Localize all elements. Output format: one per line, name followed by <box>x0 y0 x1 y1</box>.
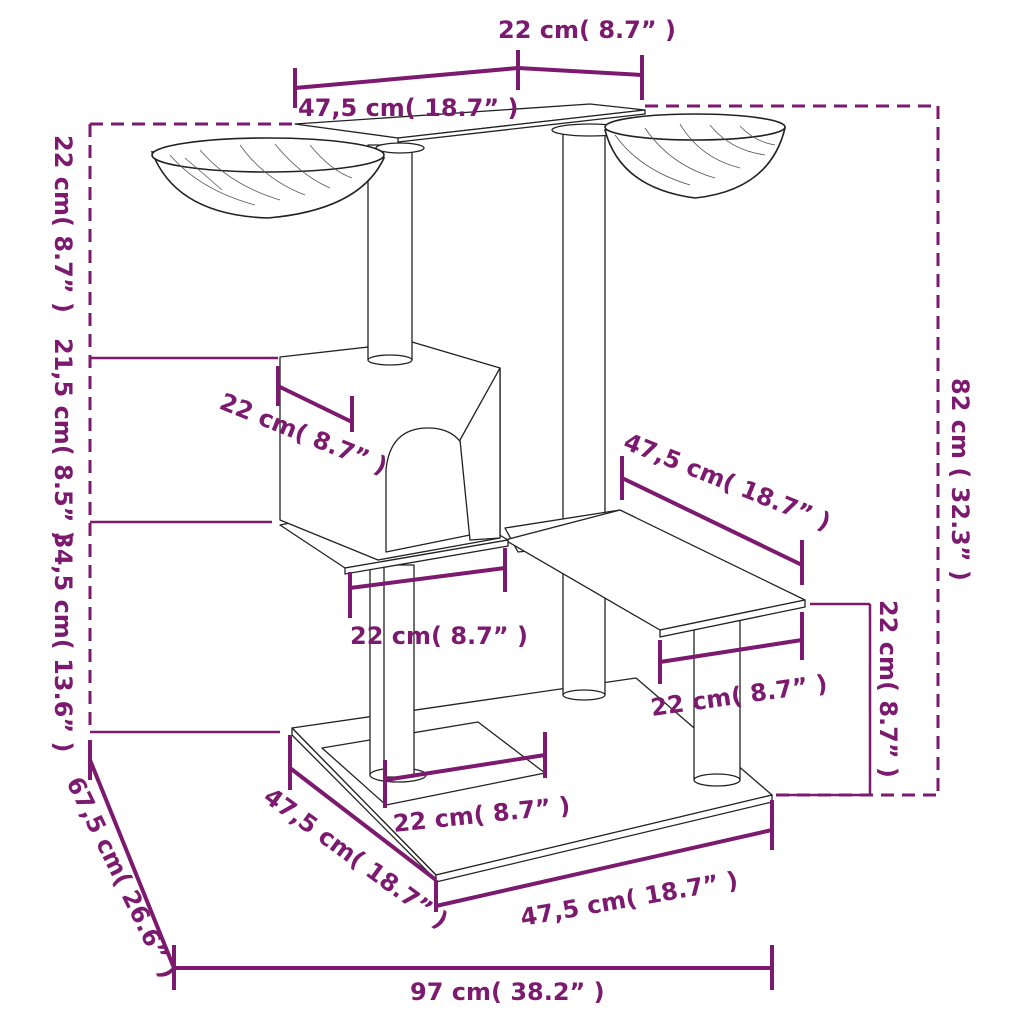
left-post-upper <box>367 144 413 366</box>
hammock-bowl-left <box>150 137 425 219</box>
condo-height-label: 21,5 cm( 8.5” ) <box>49 338 77 542</box>
top-platform-width-label: 47,5 cm( 18.7” ) <box>298 94 518 122</box>
tall-post <box>562 129 606 701</box>
top-platform <box>294 103 646 143</box>
total-height-label: 82 cm ( 32.3” ) <box>946 378 974 581</box>
condo-box <box>279 341 501 561</box>
right-platform <box>504 509 806 638</box>
top-platform-depth-label: 22 cm( 8.7” ) <box>498 16 676 44</box>
condo-post-right <box>383 564 415 778</box>
base-width-label: 47,5 cm( 18.7” ) <box>518 866 740 932</box>
right-platform-height-label: 22 cm( 8.7” ) <box>874 600 902 778</box>
dimension-lines <box>88 50 940 990</box>
left-top-section-height-label: 22 cm( 8.7” ) <box>49 135 77 313</box>
lower-section-height-label: 34,5 cm( 13.6” ) <box>49 532 77 752</box>
hammock-bowl-right <box>551 113 787 199</box>
total-depth-label: 67,5 cm( 26.6” ) <box>61 772 183 982</box>
total-width-label: 97 cm( 38.2” ) <box>410 978 605 1006</box>
right-platform-post <box>693 619 741 787</box>
right-platform-width-label: 47,5 cm( 18.7” ) <box>620 428 835 537</box>
condo-floor-width-label: 22 cm( 8.7” ) <box>350 622 528 650</box>
